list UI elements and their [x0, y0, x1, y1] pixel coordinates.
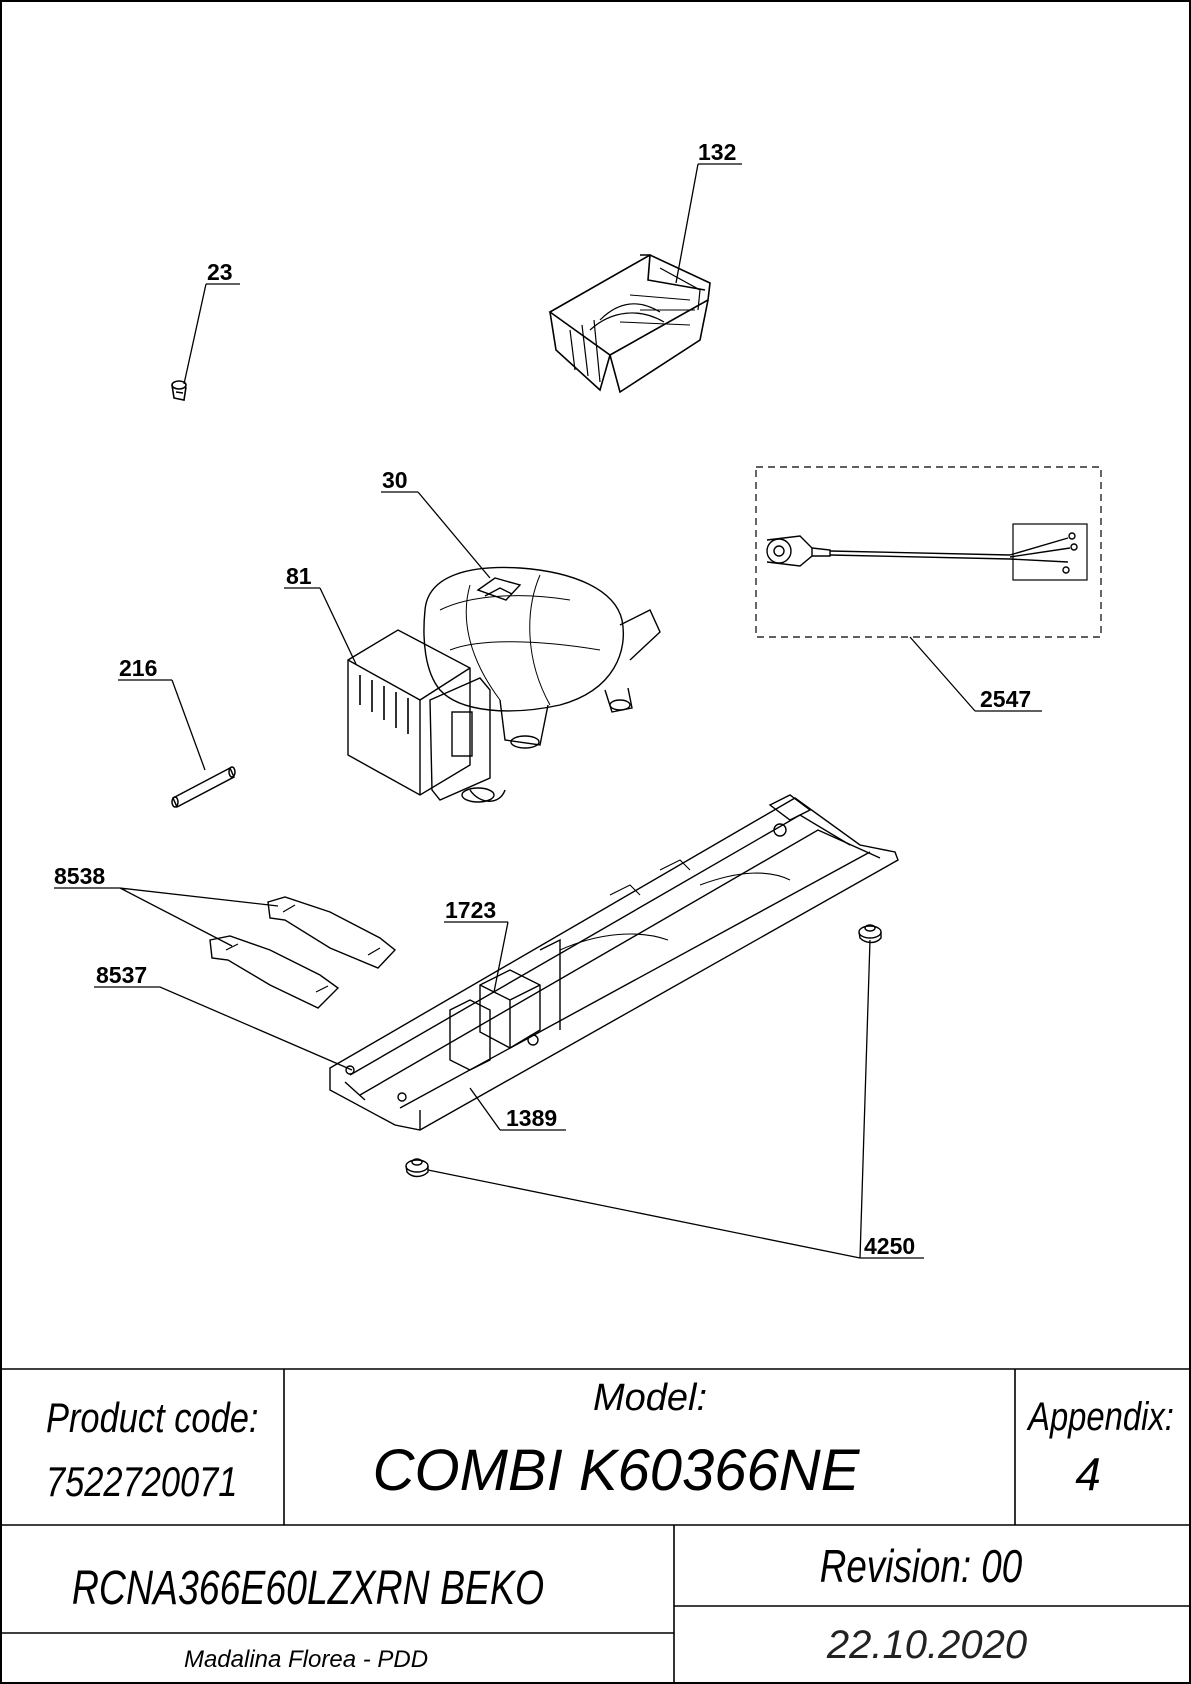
revision-date: 22.10.2020 [826, 1623, 1027, 1667]
leader-lines [54, 163, 1042, 1259]
callout-216: 216 [119, 655, 157, 681]
callout-8538: 8538 [54, 863, 105, 889]
part-2547-power-cord [755, 466, 1102, 638]
callout-23: 23 [207, 259, 233, 285]
part-8538-plates [209, 896, 397, 1009]
compressor-base-plate [329, 794, 899, 1131]
product-code-value: 7522720071 [46, 1459, 237, 1506]
model-name: RCNA366E60LZXRN BEKO [72, 1562, 544, 1616]
callout-1723: 1723 [445, 897, 496, 923]
callout-132: 132 [698, 139, 736, 165]
part-4250-feet [405, 924, 882, 1178]
part-216-pin [171, 766, 236, 809]
product-code-label: Product code: [46, 1395, 258, 1442]
model-label: Model: [593, 1377, 707, 1419]
callout-81: 81 [286, 563, 312, 589]
callout-4250: 4250 [864, 1233, 915, 1259]
part-132-tray [548, 254, 711, 394]
model-value: COMBI K60366NE [373, 1438, 861, 1503]
callout-30: 30 [382, 467, 408, 493]
appendix-value: 4 [1075, 1448, 1101, 1500]
part-23-grommet [171, 380, 187, 401]
author: Madalina Florea - PDD [184, 1646, 428, 1673]
callout-labels: 132 23 30 81 216 2547 8538 1723 8537 138… [54, 139, 1031, 1259]
callout-2547: 2547 [980, 686, 1031, 712]
callout-8537: 8537 [96, 962, 147, 988]
appendix-label: Appendix: [1026, 1394, 1174, 1439]
part-30-81-compressor [347, 566, 661, 803]
callout-1389: 1389 [506, 1105, 557, 1131]
title-block [1, 1368, 1190, 1683]
revision: Revision: 00 [820, 1540, 1022, 1592]
